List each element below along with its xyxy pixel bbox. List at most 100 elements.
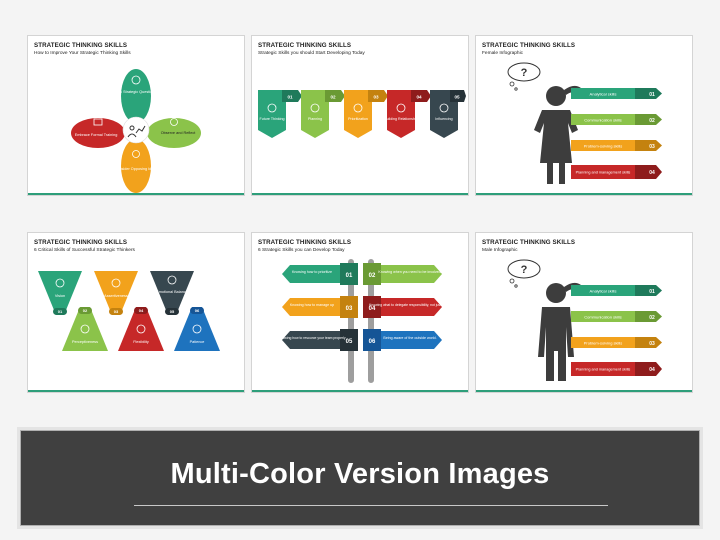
diagram-shape xyxy=(509,81,515,87)
slide-thumbnail-1[interactable]: STRATEGIC THINKING SKILLS How to Improve… xyxy=(27,35,245,196)
diagram-label: 03 xyxy=(649,144,655,150)
diagram-shape xyxy=(547,162,553,184)
diagram-shape xyxy=(571,88,635,99)
slide-thumbnail-6[interactable]: STRATEGIC THINKING SKILLS Male Infograph… xyxy=(475,232,693,393)
diagram-shape xyxy=(282,265,340,283)
diagram-label: 04 xyxy=(649,170,655,176)
diagram-shape xyxy=(635,140,662,151)
diagram-label: Problem-solving skills xyxy=(584,341,622,346)
number-tag xyxy=(411,90,431,102)
six-cone-diagram: Vision 01 Assertiveness 03 Emotional Bal… xyxy=(38,271,220,351)
slide-subtitle: Strategic Skills you should Start Develo… xyxy=(258,51,365,56)
diagram-shape xyxy=(301,90,329,138)
signpost-pole xyxy=(368,259,374,383)
training-icon xyxy=(93,118,103,126)
number-badge xyxy=(165,308,179,315)
diagram-shape xyxy=(509,278,515,284)
clipboard-icon xyxy=(310,103,320,113)
diagram-shape xyxy=(344,90,372,138)
diagram-shape xyxy=(258,90,286,138)
slide-thumbnail-4[interactable]: STRATEGIC THINKING SKILLS 6 Critical Ski… xyxy=(27,232,245,393)
eye-icon xyxy=(55,278,65,288)
diagram-label: 01 xyxy=(649,92,655,98)
diagram-shape xyxy=(635,337,662,348)
signpost-pole xyxy=(348,259,354,383)
diagram-shape xyxy=(340,296,358,318)
signpost-arrow: Knowing how to manage up 03 xyxy=(282,296,358,318)
cone-item: 06 Patience xyxy=(174,307,220,351)
diagram-label: 06 xyxy=(369,339,376,345)
megaphone-icon xyxy=(439,103,449,113)
number-tag xyxy=(282,90,302,102)
petal-label: Observe and Reflect xyxy=(161,131,197,135)
diagram-label: Analytical skills xyxy=(590,92,617,97)
number-tag xyxy=(450,90,466,102)
number-badge xyxy=(109,308,123,315)
tree-icon xyxy=(136,324,146,334)
banner-item: 02 Planning xyxy=(301,90,345,138)
diagram-label: Knowing how to prioritize xyxy=(292,270,332,274)
diagram-shape xyxy=(94,271,138,315)
diagram-shape xyxy=(507,62,541,82)
cone-item: Assertiveness 03 xyxy=(94,271,138,315)
skill-ribbon: Problem-solving skills 03 xyxy=(571,140,662,151)
diagram-label: Assertiveness xyxy=(104,294,128,298)
magnifier-icon xyxy=(80,324,90,334)
skill-ribbon: Analytical skills 01 xyxy=(571,88,662,99)
banner-item: 03 Prioritization xyxy=(344,90,388,138)
diagram-label: 02 xyxy=(369,273,376,279)
people-growth-icon xyxy=(127,125,146,138)
diagram-shape xyxy=(514,284,518,288)
diagram-label: 02 xyxy=(83,308,88,313)
slide-subtitle: 6 Strategic Skills you can Develop Today xyxy=(258,248,345,253)
diagram-shape xyxy=(571,311,635,322)
banner-item: 04 Building Relationship xyxy=(384,90,431,138)
diagram-shape xyxy=(546,86,566,106)
diagram-shape xyxy=(363,329,381,351)
diagram-label: Prioritization xyxy=(348,117,368,121)
slide-thumbnail-5[interactable]: STRATEGIC THINKING SKILLS 6 Strategic Sk… xyxy=(251,232,469,393)
number-tag xyxy=(325,90,345,102)
diagram-shape xyxy=(635,165,662,179)
diagram-shape xyxy=(135,125,146,134)
number-badge xyxy=(134,307,148,314)
diagram-label: 05 xyxy=(170,309,175,314)
banner-item: 01 Future Thinking xyxy=(258,90,302,138)
diagram-label: Planning and management skills xyxy=(576,171,631,175)
diagram-label: 01 xyxy=(58,309,63,314)
diagram-shape xyxy=(38,271,82,315)
cone-item: Vision 01 xyxy=(38,271,82,315)
diagram-label: 04 xyxy=(139,308,144,313)
skill-ribbon: Planning and management skills 04 xyxy=(571,165,662,179)
number-badge xyxy=(53,308,67,315)
diagram-label: 01 xyxy=(346,273,353,279)
slide-title: STRATEGIC THINKING SKILLS xyxy=(482,42,576,49)
diagram-shape xyxy=(507,259,541,279)
diagram-label: Being aware of the outside world. xyxy=(383,336,436,340)
diagram-label: Future Thinking xyxy=(260,117,285,121)
diagram-label: 04 xyxy=(369,306,376,312)
signpost-arrow: 04 Knowing what to delegate responsibili… xyxy=(363,296,451,318)
male-infographic: ? Analytical skills 01 Communication ski… xyxy=(507,259,662,381)
banner-title: Multi-Color Version Images xyxy=(170,458,550,490)
lightbulb-icon xyxy=(267,103,277,113)
diagram-shape xyxy=(340,263,358,285)
slide-thumbnail-2[interactable]: STRATEGIC THINKING SKILLS Strategic Skil… xyxy=(251,35,469,196)
diagram-label: Knowing when you need to be involved. xyxy=(378,270,441,274)
diagram-label: Knowing how to resource your team proper… xyxy=(278,336,346,340)
diagram-shape xyxy=(571,140,635,151)
diagram-label: Influencing xyxy=(435,117,452,121)
diagram-shape xyxy=(129,125,135,131)
signpost-arrow: 02 Knowing when you need to be involved. xyxy=(363,263,442,285)
diagram-label: Knowing what to delegate responsibility,… xyxy=(369,303,451,307)
diagram-label: Knowing how to manage up xyxy=(290,303,334,307)
bulb-icon xyxy=(132,150,140,158)
petal-top xyxy=(121,69,151,123)
slide-subtitle: 6 Critical Skills of Successful Strategi… xyxy=(34,248,135,253)
slide-title: STRATEGIC THINKING SKILLS xyxy=(34,42,128,49)
slide-thumbnail-3[interactable]: STRATEGIC THINKING SKILLS Female Infogra… xyxy=(475,35,693,196)
diagram-shape xyxy=(62,307,108,351)
diagram-shape xyxy=(635,311,662,322)
diagram-label: Communication skills xyxy=(584,315,622,320)
diagram-label: 01 xyxy=(649,289,655,295)
